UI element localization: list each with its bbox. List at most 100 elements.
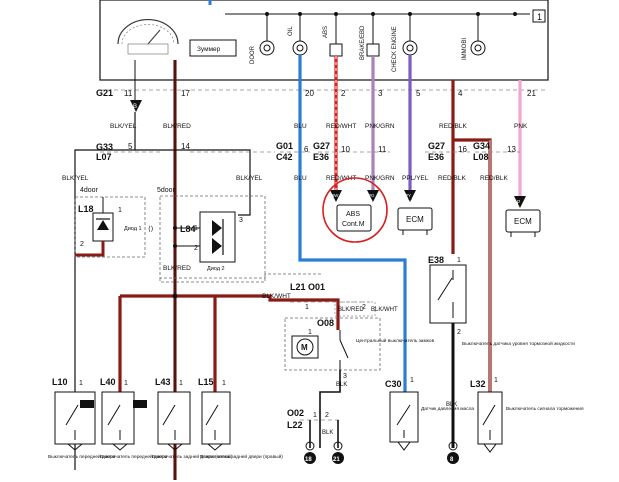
abs-lamp-label: ABS [323, 26, 329, 38]
tag-rw-marker [330, 190, 342, 202]
l18-label: L18 [78, 204, 94, 214]
cluster-number: 1 [537, 12, 542, 22]
e36-label-left: E36 [313, 152, 329, 162]
l32-desc: Выключатель сигнала торможения [506, 406, 584, 412]
pin-11-g27: 11 [378, 145, 387, 154]
door-lamp-icon [259, 14, 275, 56]
l07-label: L07 [96, 152, 112, 162]
buzzer-label: Зуммер [197, 46, 221, 53]
o08-pin-3: 3 [343, 373, 347, 380]
l18-connector-arrow: ⟨⟩ [148, 225, 154, 233]
pin-2: 2 [341, 89, 346, 98]
l21-o01-label: L21 O01 [290, 282, 325, 292]
l40-pin-1: 1 [124, 380, 128, 387]
wire-o08-ground [319, 370, 341, 448]
e38-pin-2: 2 [457, 329, 461, 336]
wire-label-red-blk-top: RED/BLK [439, 123, 467, 130]
ground-18-icon [304, 441, 316, 464]
wire-label-blk-o08: BLK [336, 382, 347, 388]
ground-8-icon [447, 441, 459, 464]
wire-label-ppl-yel: PPL/YEL [402, 175, 429, 182]
g27-label-left: G27 [313, 141, 330, 151]
wire-label-pnk-grn-mid: PNK/GRN [365, 175, 395, 182]
label-5door: 5door [157, 187, 176, 194]
immobi-lamp-label: IMMOBI [462, 38, 468, 60]
tag-pg-text: PG [368, 193, 375, 198]
oil-lamp-icon [292, 14, 308, 56]
l40-desc: Выключатель передней двери [100, 453, 168, 460]
e38-label: E38 [428, 255, 444, 265]
svg-text:⟨⟩: ⟨⟩ [148, 225, 154, 233]
pin-3: 3 [378, 89, 383, 98]
wire-label-blk-yel-right: BLK/YEL [236, 175, 263, 182]
l32-ground-icon [483, 443, 497, 453]
tag-pg-marker [367, 190, 379, 202]
wire-label-blu-top: BLU [294, 123, 307, 130]
door-symbol-icon-2 [133, 400, 147, 408]
cluster-number-box [532, 9, 546, 23]
bus-junction-dots [265, 12, 517, 16]
l18-wire-bottom [75, 241, 105, 257]
wire-label-blk-yel-top: BLK/YEL [110, 123, 137, 130]
pin-6: 6 [304, 145, 309, 154]
l32-label: L32 [470, 379, 486, 389]
l84-dashed-box [159, 195, 266, 279]
l15-box [201, 391, 231, 445]
pin-14: 14 [181, 142, 190, 151]
region-5door-outline [159, 273, 322, 283]
l15-desc: Выключатель задней двери (правый) [200, 453, 283, 460]
wire-blk-yel-left [74, 112, 136, 470]
l10-switch-icon [65, 404, 84, 451]
o08-pin-1: 1 [308, 329, 312, 336]
o08-dashed-box [284, 317, 381, 371]
l18-pin-2: 2 [80, 241, 84, 248]
pin-5-g33: 5 [128, 142, 133, 151]
wire-label-red-blk-l32: RED/BLK [480, 175, 508, 182]
l84-pin-3: 3 [239, 217, 243, 224]
l84-pin-2: 2 [194, 245, 198, 252]
e38-switch-icon [437, 270, 454, 318]
o02-label: O02 [287, 408, 304, 418]
diode1-label: Диод 1 [124, 226, 142, 232]
o08-label: O08 [317, 318, 334, 328]
instrument-cluster-box [99, 0, 549, 81]
ecm-label-2: ECM [514, 217, 532, 226]
l10-desc: Выключатель передней двери [48, 453, 116, 460]
pin-10: 10 [341, 145, 350, 154]
l43-box [157, 391, 191, 445]
diode2-label: Диод 2 [207, 266, 225, 272]
diode1-icon [96, 218, 110, 230]
l08-label: L08 [473, 152, 489, 162]
immobi-lamp-icon [470, 14, 486, 56]
wire-label-blk-wht: BLK/WHT [262, 293, 291, 300]
c30-desc: Датчик давления масла [421, 406, 474, 412]
tag-b-text: B [133, 104, 137, 110]
l22-label: L22 [287, 420, 303, 430]
tag-py-marker [404, 190, 416, 202]
l15-label: L15 [198, 377, 214, 387]
brake-lamp-label: BRAKE/EBD [360, 25, 366, 60]
o01-pin-1: 1 [305, 304, 309, 311]
check-engine-lamp-label: CHECK ENGINE [392, 26, 398, 72]
motor-icon: M [291, 335, 319, 359]
l43-pin-1: 1 [179, 380, 183, 387]
wire-label-blk-wht-o01: BLK/WHT [371, 307, 398, 313]
l18-dashed-box [74, 196, 146, 258]
l40-label: L40 [100, 377, 116, 387]
wire-label-pnk-top: PNK [514, 123, 528, 130]
brake-lamp-icon [366, 14, 380, 57]
ground-8-label: 8 [450, 457, 454, 463]
g27-label-right: G27 [428, 141, 445, 151]
o01-pin-2: 2 [362, 304, 366, 311]
pin-21: 21 [527, 89, 536, 98]
pin-17: 17 [181, 89, 190, 98]
wire-label-red-blk-mid: RED/BLK [438, 175, 466, 182]
blk-red-junction [172, 293, 178, 299]
wire-label-blk-yel-left: BLK/YEL [62, 175, 89, 182]
tag-p-marker [514, 196, 526, 208]
pin-11: 11 [124, 89, 133, 98]
door-lamp-label: DOOR [250, 45, 256, 64]
wire-label-red-wht-top: RED/WHT [326, 123, 356, 130]
l43-switch-icon [162, 404, 184, 451]
